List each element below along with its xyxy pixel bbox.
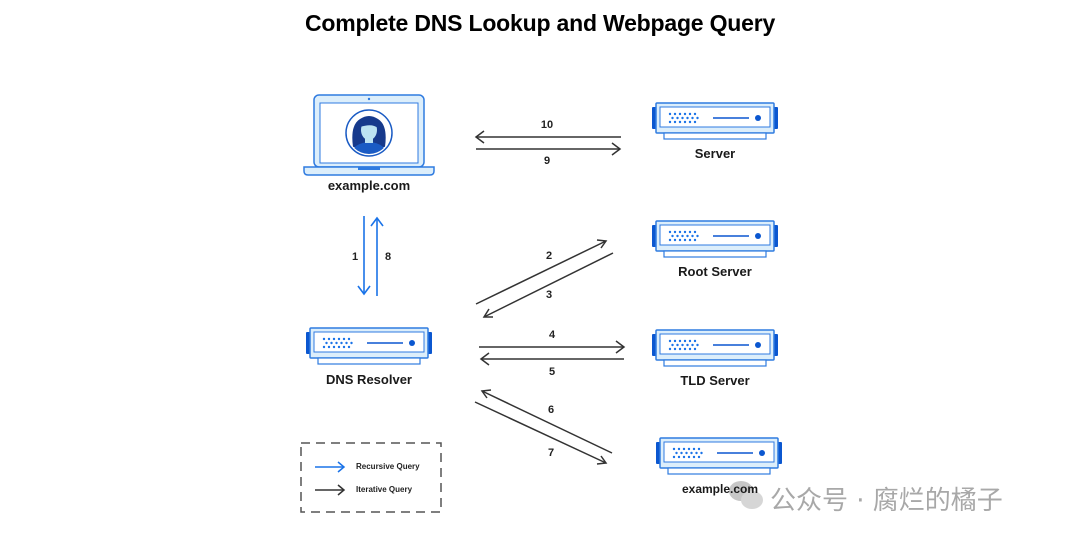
arrow-step-2 bbox=[475, 240, 607, 305]
root-server-label: Root Server bbox=[678, 264, 752, 279]
authoritative-server-label: example.com bbox=[681, 482, 759, 496]
diagram-title: Complete DNS Lookup and Webpage Query bbox=[304, 10, 776, 36]
step-10-label: 10 bbox=[540, 119, 554, 131]
legend-recursive-label: Recursive Query bbox=[356, 462, 420, 471]
step-5-label: 5 bbox=[548, 366, 556, 378]
arrow-step-3 bbox=[483, 252, 614, 318]
step-4-label: 4 bbox=[548, 329, 556, 341]
step-6-label: 6 bbox=[547, 404, 555, 416]
legend bbox=[300, 442, 442, 513]
tld-server-icon bbox=[651, 329, 779, 367]
step-8-label: 8 bbox=[384, 251, 392, 263]
legend-iterative-arrow bbox=[315, 484, 346, 496]
tld-server-label: TLD Server bbox=[680, 373, 750, 388]
step-1-label: 1 bbox=[351, 251, 359, 263]
step-7-label: 7 bbox=[547, 447, 555, 459]
step-3-label: 3 bbox=[545, 289, 553, 301]
arrow-step-7 bbox=[474, 401, 607, 464]
watermark-text: 公众号 · 腐烂的橘子 bbox=[770, 486, 1003, 516]
root-server-icon bbox=[651, 220, 779, 258]
wechat-icon bbox=[729, 481, 763, 509]
dns-resolver-icon bbox=[305, 327, 433, 365]
legend-iterative-label: Iterative Query bbox=[356, 485, 413, 494]
server-label: Server bbox=[694, 146, 736, 161]
authoritative-server-icon bbox=[655, 437, 783, 475]
step-9-label: 9 bbox=[543, 155, 551, 167]
dns-resolver-label: DNS Resolver bbox=[326, 372, 412, 387]
laptop-user-icon bbox=[303, 94, 435, 176]
server-icon bbox=[651, 102, 779, 140]
client-label: example.com bbox=[327, 178, 411, 193]
arrow-step-6 bbox=[481, 390, 613, 454]
step-2-label: 2 bbox=[545, 250, 553, 262]
legend-recursive-arrow bbox=[315, 461, 346, 473]
